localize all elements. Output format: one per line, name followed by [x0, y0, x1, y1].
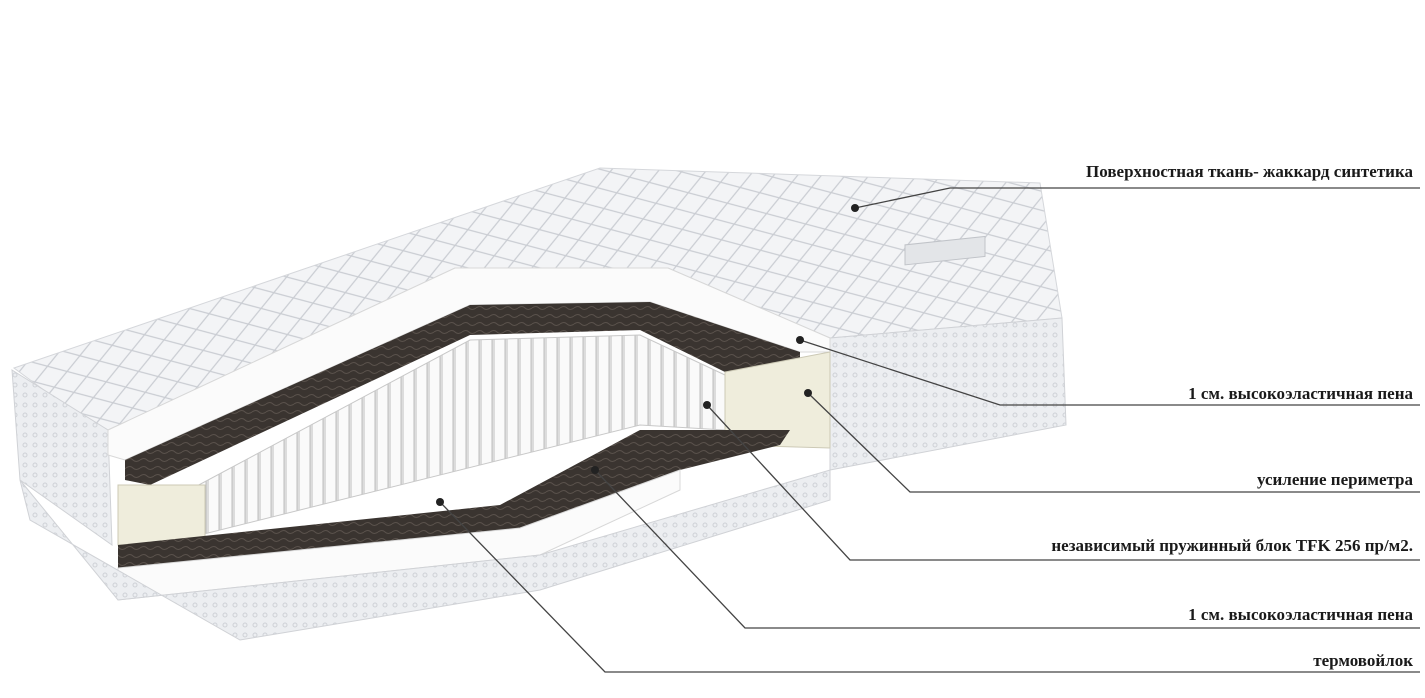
felt-bottom — [118, 430, 790, 568]
label-perimeter: усиление периметра — [1256, 470, 1413, 489]
label-bottom-foam: 1 см. высокоэластичная пена — [1188, 605, 1413, 624]
right-side — [829, 317, 1067, 471]
perimeter-right — [724, 351, 831, 449]
label-spring-block: независимый пружинный блок TFK 256 пр/м2… — [1051, 536, 1413, 555]
label-surface-fabric: Поверхностная ткань- жаккард синтетика — [1086, 162, 1413, 181]
label-felt: термовойлок — [1313, 651, 1413, 670]
perimeter-front — [117, 484, 206, 546]
leader-lines — [439, 187, 1420, 673]
leader-dots — [436, 204, 859, 506]
left-side — [11, 369, 113, 546]
label-top-foam: 1 см. высокоэластичная пена — [1188, 384, 1413, 403]
bottom-fabric — [19, 469, 831, 641]
